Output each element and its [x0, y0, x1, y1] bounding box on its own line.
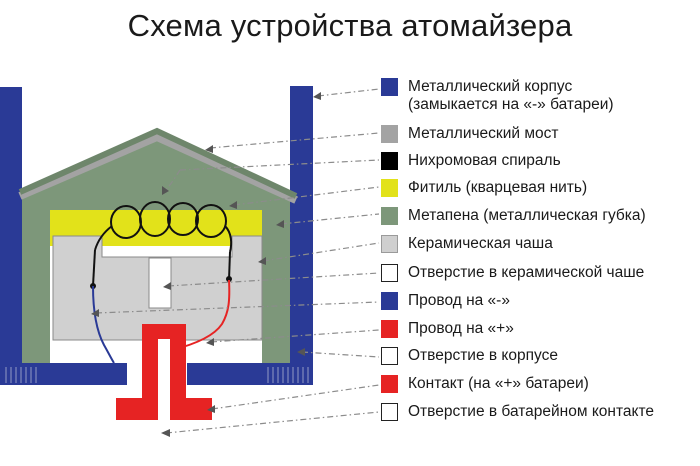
page-title: Схема устройства атомайзера: [127, 8, 573, 43]
negative-wire: [92, 285, 115, 364]
legend-item-contact-hole: Отверстие в батарейном контакте: [381, 402, 654, 422]
legend-swatch-metal-body: [381, 78, 398, 96]
legend-item-ceramic-cup: Керамическая чаша: [381, 234, 553, 254]
legend-item-positive-contact: Контакт (на «+» батареи): [381, 374, 589, 394]
legend-item-nichrome-coil: Нихромовая спираль: [381, 151, 561, 171]
positive-wire: [171, 279, 231, 351]
legend-label: Провод на «-»: [408, 292, 510, 309]
pointer-lines: [95, 88, 380, 434]
legend-swatch-positive-contact: [381, 375, 398, 393]
legend-sublabel: (замыкается на «-» батареи): [408, 96, 614, 113]
legend-swatch-metal-bridge: [381, 125, 398, 143]
legend-swatch-metal-foam: [381, 207, 398, 225]
legend-swatch-contact-hole: [381, 403, 398, 421]
legend-item-positive-wire: Провод на «+»: [381, 319, 514, 339]
legend-swatch-nichrome-coil: [381, 152, 398, 170]
legend-label: Отверстие в батарейном контакте: [408, 403, 655, 420]
legend-item-metal-foam: Метапена (металлическая губка): [381, 206, 646, 226]
metal-bridge: [18, 132, 298, 204]
legend-label: Метапена (металлическая губка): [408, 207, 646, 224]
legend-item-ceramic-hole: Отверстие в керамической чаше: [381, 263, 644, 283]
legend-item-body-hole: Отверстие в корпусе: [381, 346, 558, 366]
nichrome-coil: [92, 201, 233, 287]
legend-label: Отверстие в корпусе: [408, 347, 558, 364]
legend-label: Металлический мост: [408, 125, 559, 142]
legend-item-wick: Фитиль (кварцевая нить): [381, 178, 587, 198]
legend-label: Фитиль (кварцевая нить): [408, 179, 588, 196]
legend-item-metal-body: Металлический корпус: [381, 77, 572, 97]
ceramic-cup-hole: [148, 257, 172, 309]
legend-swatch-ceramic-cup: [381, 235, 398, 253]
legend-swatch-positive-wire: [381, 320, 398, 338]
legend-swatch-ceramic-hole: [381, 264, 398, 282]
legend-label: Металлический корпус: [408, 78, 573, 95]
legend-swatch-negative-wire: [381, 292, 398, 310]
legend-label: Керамическая чаша: [408, 235, 553, 252]
legend-item-metal-bridge: Металлический мост: [381, 124, 558, 144]
body-thread: [5, 367, 309, 383]
coil-joint-right: [226, 276, 232, 282]
legend-item-negative-wire: Провод на «-»: [381, 291, 510, 311]
pointer-arrowheads: [91, 92, 321, 437]
legend-label: Контакт (на «+» батареи): [408, 375, 589, 392]
legend-label: Нихромовая спираль: [408, 152, 561, 169]
legend-label: Отверстие в керамической чаше: [408, 264, 645, 281]
contact-hole: [158, 339, 170, 420]
legend-label: Провод на «+»: [408, 320, 514, 337]
legend-swatch-body-hole: [381, 347, 398, 365]
legend-swatch-wick: [381, 179, 398, 197]
roof-trim: [18, 127, 298, 199]
